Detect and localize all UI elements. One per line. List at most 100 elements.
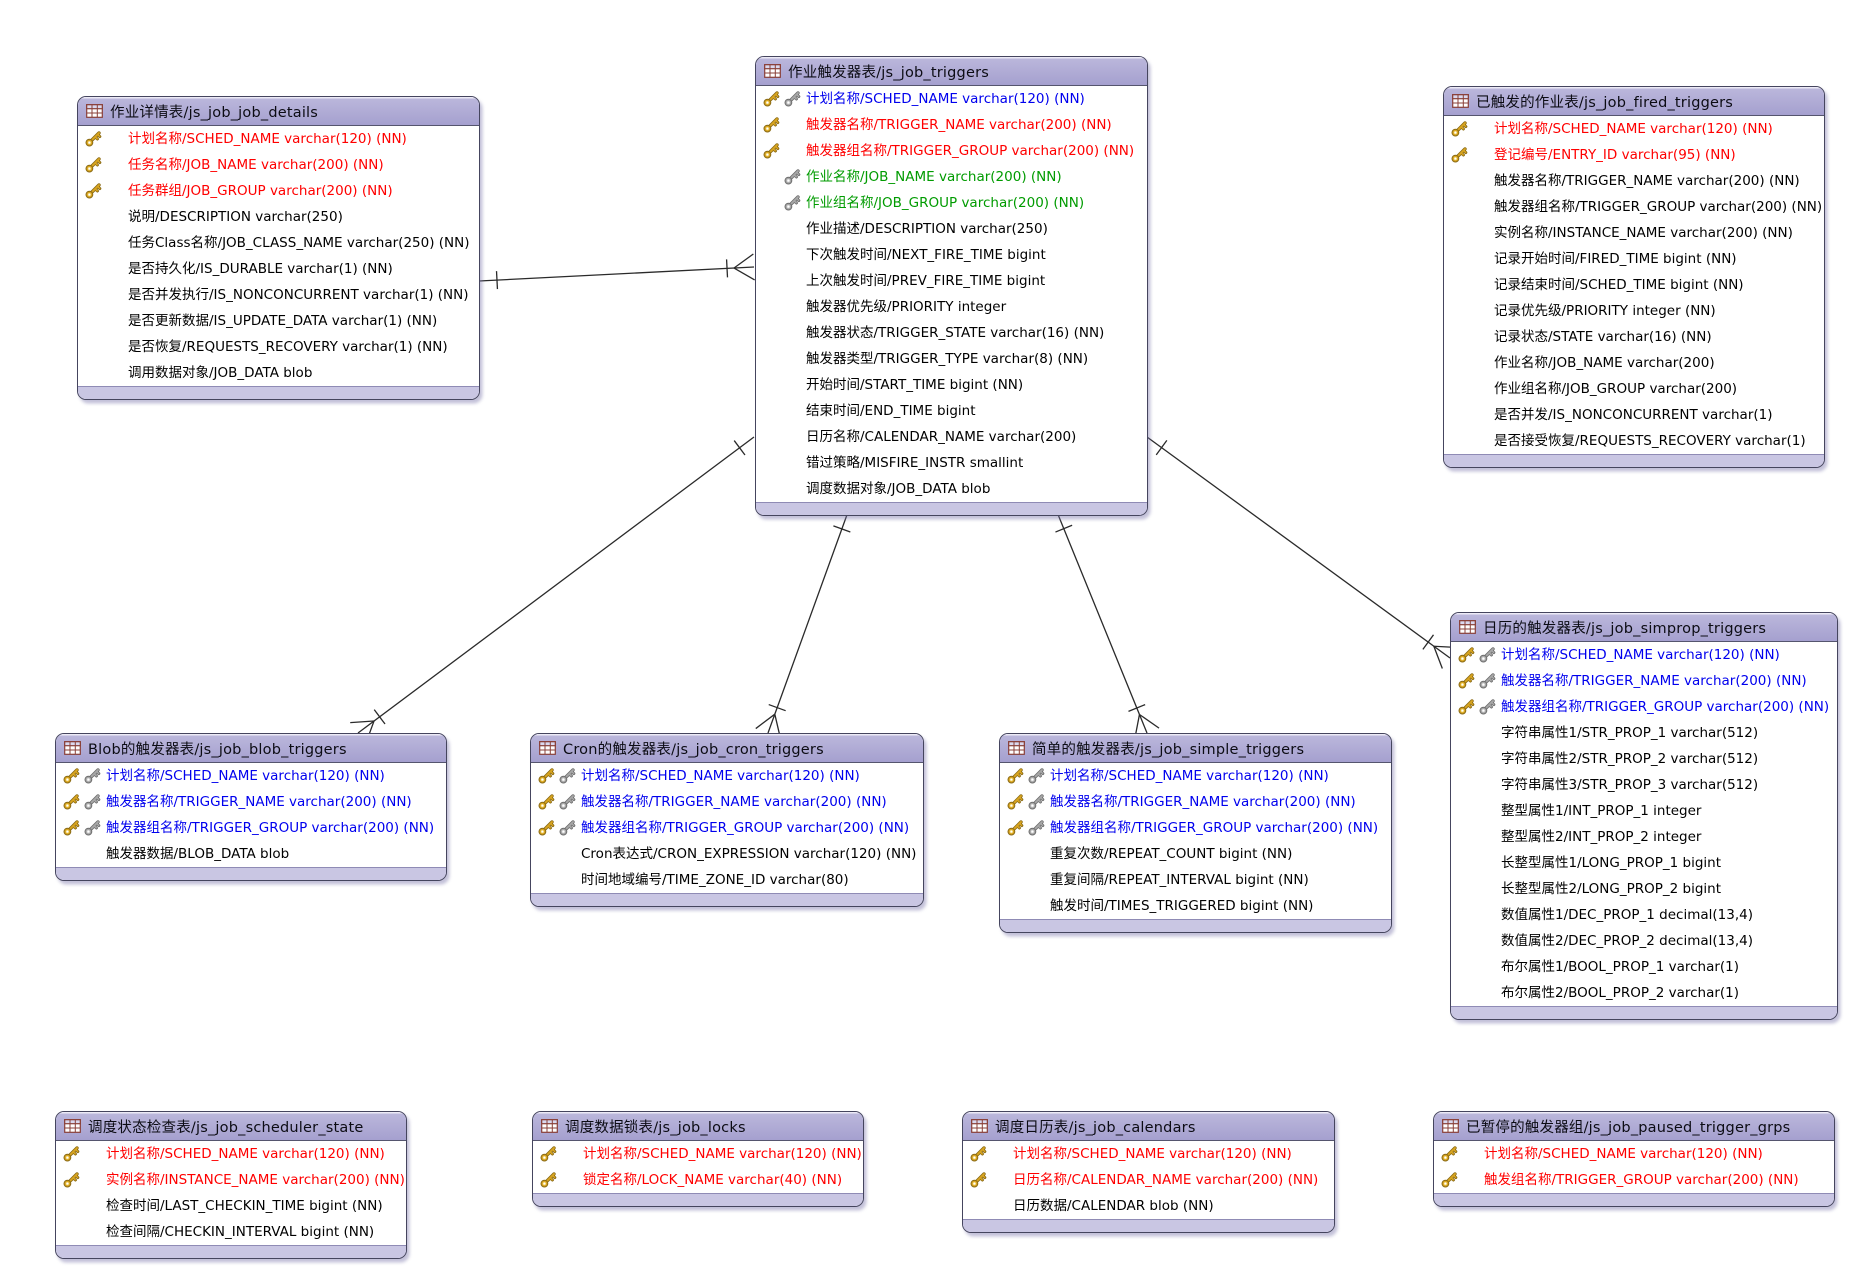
field-row[interactable]: 任务Class名称/JOB_CLASS_NAME varchar(250) (N…	[78, 230, 479, 256]
field-row[interactable]: 重复次数/REPEAT_COUNT bigint (NN)	[1000, 841, 1391, 867]
field-row[interactable]: 记录状态/STATE varchar(16) (NN)	[1444, 324, 1824, 350]
field-row[interactable]: 长整型属性2/LONG_PROP_2 bigint	[1451, 876, 1837, 902]
field-row[interactable]: 触发器名称/TRIGGER_NAME varchar(200) (NN)	[756, 112, 1147, 138]
field-row[interactable]: 记录结束时间/SCHED_TIME bigint (NN)	[1444, 272, 1824, 298]
field-row[interactable]: 触发器类型/TRIGGER_TYPE varchar(8) (NN)	[756, 346, 1147, 372]
field-row[interactable]: 触发器优先级/PRIORITY integer	[756, 294, 1147, 320]
field-row[interactable]: 触发器组名称/TRIGGER_GROUP varchar(200) (NN)	[756, 138, 1147, 164]
field-row[interactable]: 是否持久化/IS_DURABLE varchar(1) (NN)	[78, 256, 479, 282]
field-row[interactable]: 作业名称/JOB_NAME varchar(200) (NN)	[756, 164, 1147, 190]
field-row[interactable]: 计划名称/SCHED_NAME varchar(120) (NN)	[1000, 763, 1391, 789]
field-row[interactable]: 计划名称/SCHED_NAME varchar(120) (NN)	[1444, 116, 1824, 142]
field-row[interactable]: 开始时间/START_TIME bigint (NN)	[756, 372, 1147, 398]
table-header-js_job_scheduler_state[interactable]: 调度状态检查表/js_job_scheduler_state	[56, 1112, 406, 1141]
field-row[interactable]: 布尔属性1/BOOL_PROP_1 varchar(1)	[1451, 954, 1837, 980]
table-header-js_job_simple_triggers[interactable]: 简单的触发器表/js_job_simple_triggers	[1000, 734, 1391, 763]
table-header-js_job_paused_trigger_grps[interactable]: 已暂停的触发器组/js_job_paused_trigger_grps	[1434, 1112, 1834, 1141]
field-row[interactable]: 字符串属性1/STR_PROP_1 varchar(512)	[1451, 720, 1837, 746]
field-row[interactable]: 计划名称/SCHED_NAME varchar(120) (NN)	[56, 1141, 406, 1167]
field-row[interactable]: 作业描述/DESCRIPTION varchar(250)	[756, 216, 1147, 242]
field-row[interactable]: 记录开始时间/FIRED_TIME bigint (NN)	[1444, 246, 1824, 272]
field-row[interactable]: 触发器名称/TRIGGER_NAME varchar(200) (NN)	[531, 789, 923, 815]
relationship-triggers-to-simprop-triggers[interactable]	[1146, 436, 1458, 669]
field-row[interactable]: 日历名称/CALENDAR_NAME varchar(200) (NN)	[963, 1167, 1334, 1193]
field-row[interactable]: 计划名称/SCHED_NAME varchar(120) (NN)	[963, 1141, 1334, 1167]
field-row[interactable]: 触发器状态/TRIGGER_STATE varchar(16) (NN)	[756, 320, 1147, 346]
field-row[interactable]: 检查间隔/CHECKIN_INTERVAL bigint (NN)	[56, 1219, 406, 1245]
field-row[interactable]: 调度数据对象/JOB_DATA blob	[756, 476, 1147, 502]
field-row[interactable]: 重复间隔/REPEAT_INTERVAL bigint (NN)	[1000, 867, 1391, 893]
field-row[interactable]: Cron表达式/CRON_EXPRESSION varchar(120) (NN…	[531, 841, 923, 867]
field-row[interactable]: 时间地域编号/TIME_ZONE_ID varchar(80)	[531, 867, 923, 893]
field-row[interactable]: 计划名称/SCHED_NAME varchar(120) (NN)	[56, 763, 446, 789]
field-row[interactable]: 是否并发执行/IS_NONCONCURRENT varchar(1) (NN)	[78, 282, 479, 308]
field-row[interactable]: 错过策略/MISFIRE_INSTR smallint	[756, 450, 1147, 476]
field-row[interactable]: 长整型属性1/LONG_PROP_1 bigint	[1451, 850, 1837, 876]
field-row[interactable]: 作业组名称/JOB_GROUP varchar(200)	[1444, 376, 1824, 402]
field-row[interactable]: 字符串属性2/STR_PROP_2 varchar(512)	[1451, 746, 1837, 772]
relationship-job_details-to-triggers[interactable]	[478, 253, 755, 290]
field-row[interactable]: 锁定名称/LOCK_NAME varchar(40) (NN)	[533, 1167, 863, 1193]
relationship-triggers-to-simple-triggers[interactable]	[1055, 511, 1160, 739]
field-row[interactable]: 触发器名称/TRIGGER_NAME varchar(200) (NN)	[1451, 668, 1837, 694]
field-row[interactable]: 触发器名称/TRIGGER_NAME varchar(200) (NN)	[56, 789, 446, 815]
field-row[interactable]: 触发器组名称/TRIGGER_GROUP varchar(200) (NN)	[1000, 815, 1391, 841]
field-row[interactable]: 登记编号/ENTRY_ID varchar(95) (NN)	[1444, 142, 1824, 168]
table-header-js_job_blob_triggers[interactable]: Blob的触发器表/js_job_blob_triggers	[56, 734, 446, 763]
field-row[interactable]: 记录优先级/PRIORITY integer (NN)	[1444, 298, 1824, 324]
table-header-js_job_cron_triggers[interactable]: Cron的触发器表/js_job_cron_triggers	[531, 734, 923, 763]
field-row[interactable]: 计划名称/SCHED_NAME varchar(120) (NN)	[531, 763, 923, 789]
field-row[interactable]: 计划名称/SCHED_NAME varchar(120) (NN)	[756, 86, 1147, 112]
table-header-js_job_fired_triggers[interactable]: 已触发的作业表/js_job_fired_triggers	[1444, 87, 1824, 116]
field-row[interactable]: 整型属性2/INT_PROP_2 integer	[1451, 824, 1837, 850]
field-row[interactable]: 整型属性1/INT_PROP_1 integer	[1451, 798, 1837, 824]
field-row[interactable]: 检查时间/LAST_CHECKIN_TIME bigint (NN)	[56, 1193, 406, 1219]
field-row[interactable]: 是否恢复/REQUESTS_RECOVERY varchar(1) (NN)	[78, 334, 479, 360]
field-row[interactable]: 触发器名称/TRIGGER_NAME varchar(200) (NN)	[1444, 168, 1824, 194]
field-row[interactable]: 触发器组名称/TRIGGER_GROUP varchar(200) (NN)	[56, 815, 446, 841]
field-row[interactable]: 作业组名称/JOB_GROUP varchar(200) (NN)	[756, 190, 1147, 216]
field-row[interactable]: 计划名称/SCHED_NAME varchar(120) (NN)	[1434, 1141, 1834, 1167]
field-row[interactable]: 触发器组名称/TRIGGER_GROUP varchar(200) (NN)	[531, 815, 923, 841]
field-row[interactable]: 触发器组名称/TRIGGER_GROUP varchar(200) (NN)	[1444, 194, 1824, 220]
field-row[interactable]: 实例名称/INSTANCE_NAME varchar(200) (NN)	[56, 1167, 406, 1193]
field-row[interactable]: 数值属性2/DEC_PROP_2 decimal(13,4)	[1451, 928, 1837, 954]
table-header-js_job_calendars[interactable]: 调度日历表/js_job_calendars	[963, 1112, 1334, 1141]
field-row[interactable]: 日历名称/CALENDAR_NAME varchar(200)	[756, 424, 1147, 450]
relationship-triggers-to-cron-triggers[interactable]	[755, 511, 851, 738]
table-header-js_job_job_details[interactable]: 作业详情表/js_job_job_details	[78, 97, 479, 126]
field-row[interactable]: 下次触发时间/NEXT_FIRE_TIME bigint	[756, 242, 1147, 268]
field-row[interactable]: 调用数据对象/JOB_DATA blob	[78, 360, 479, 386]
field-row[interactable]: 触发组名称/TRIGGER_GROUP varchar(200) (NN)	[1434, 1167, 1834, 1193]
table-header-js_job_locks[interactable]: 调度数据锁表/js_job_locks	[533, 1112, 863, 1141]
table-header-js_job_triggers[interactable]: 作业触发器表/js_job_triggers	[756, 57, 1147, 86]
field-row[interactable]: 说明/DESCRIPTION varchar(250)	[78, 204, 479, 230]
field-row[interactable]: 布尔属性2/BOOL_PROP_2 varchar(1)	[1451, 980, 1837, 1006]
field-row[interactable]: 日历数据/CALENDAR blob (NN)	[963, 1193, 1334, 1219]
field-row[interactable]: 是否更新数据/IS_UPDATE_DATA varchar(1) (NN)	[78, 308, 479, 334]
field-row[interactable]: 任务名称/JOB_NAME varchar(200) (NN)	[78, 152, 479, 178]
relationship-triggers-to-blob-triggers[interactable]	[350, 436, 755, 744]
field-row[interactable]: 计划名称/SCHED_NAME varchar(120) (NN)	[533, 1141, 863, 1167]
table-header-js_job_simprop_triggers[interactable]: 日历的触发器表/js_job_simprop_triggers	[1451, 613, 1837, 642]
field-row[interactable]: 触发器数据/BLOB_DATA blob	[56, 841, 446, 867]
field-row[interactable]: 作业名称/JOB_NAME varchar(200)	[1444, 350, 1824, 376]
field-row[interactable]: 上次触发时间/PREV_FIRE_TIME bigint	[756, 268, 1147, 294]
field-row[interactable]: 触发器名称/TRIGGER_NAME varchar(200) (NN)	[1000, 789, 1391, 815]
field-row[interactable]: 字符串属性3/STR_PROP_3 varchar(512)	[1451, 772, 1837, 798]
field-row[interactable]: 触发时间/TIMES_TRIGGERED bigint (NN)	[1000, 893, 1391, 919]
field-row[interactable]: 任务群组/JOB_GROUP varchar(200) (NN)	[78, 178, 479, 204]
field-row[interactable]: 触发器组名称/TRIGGER_GROUP varchar(200) (NN)	[1451, 694, 1837, 720]
field-row[interactable]: 数值属性1/DEC_PROP_1 decimal(13,4)	[1451, 902, 1837, 928]
